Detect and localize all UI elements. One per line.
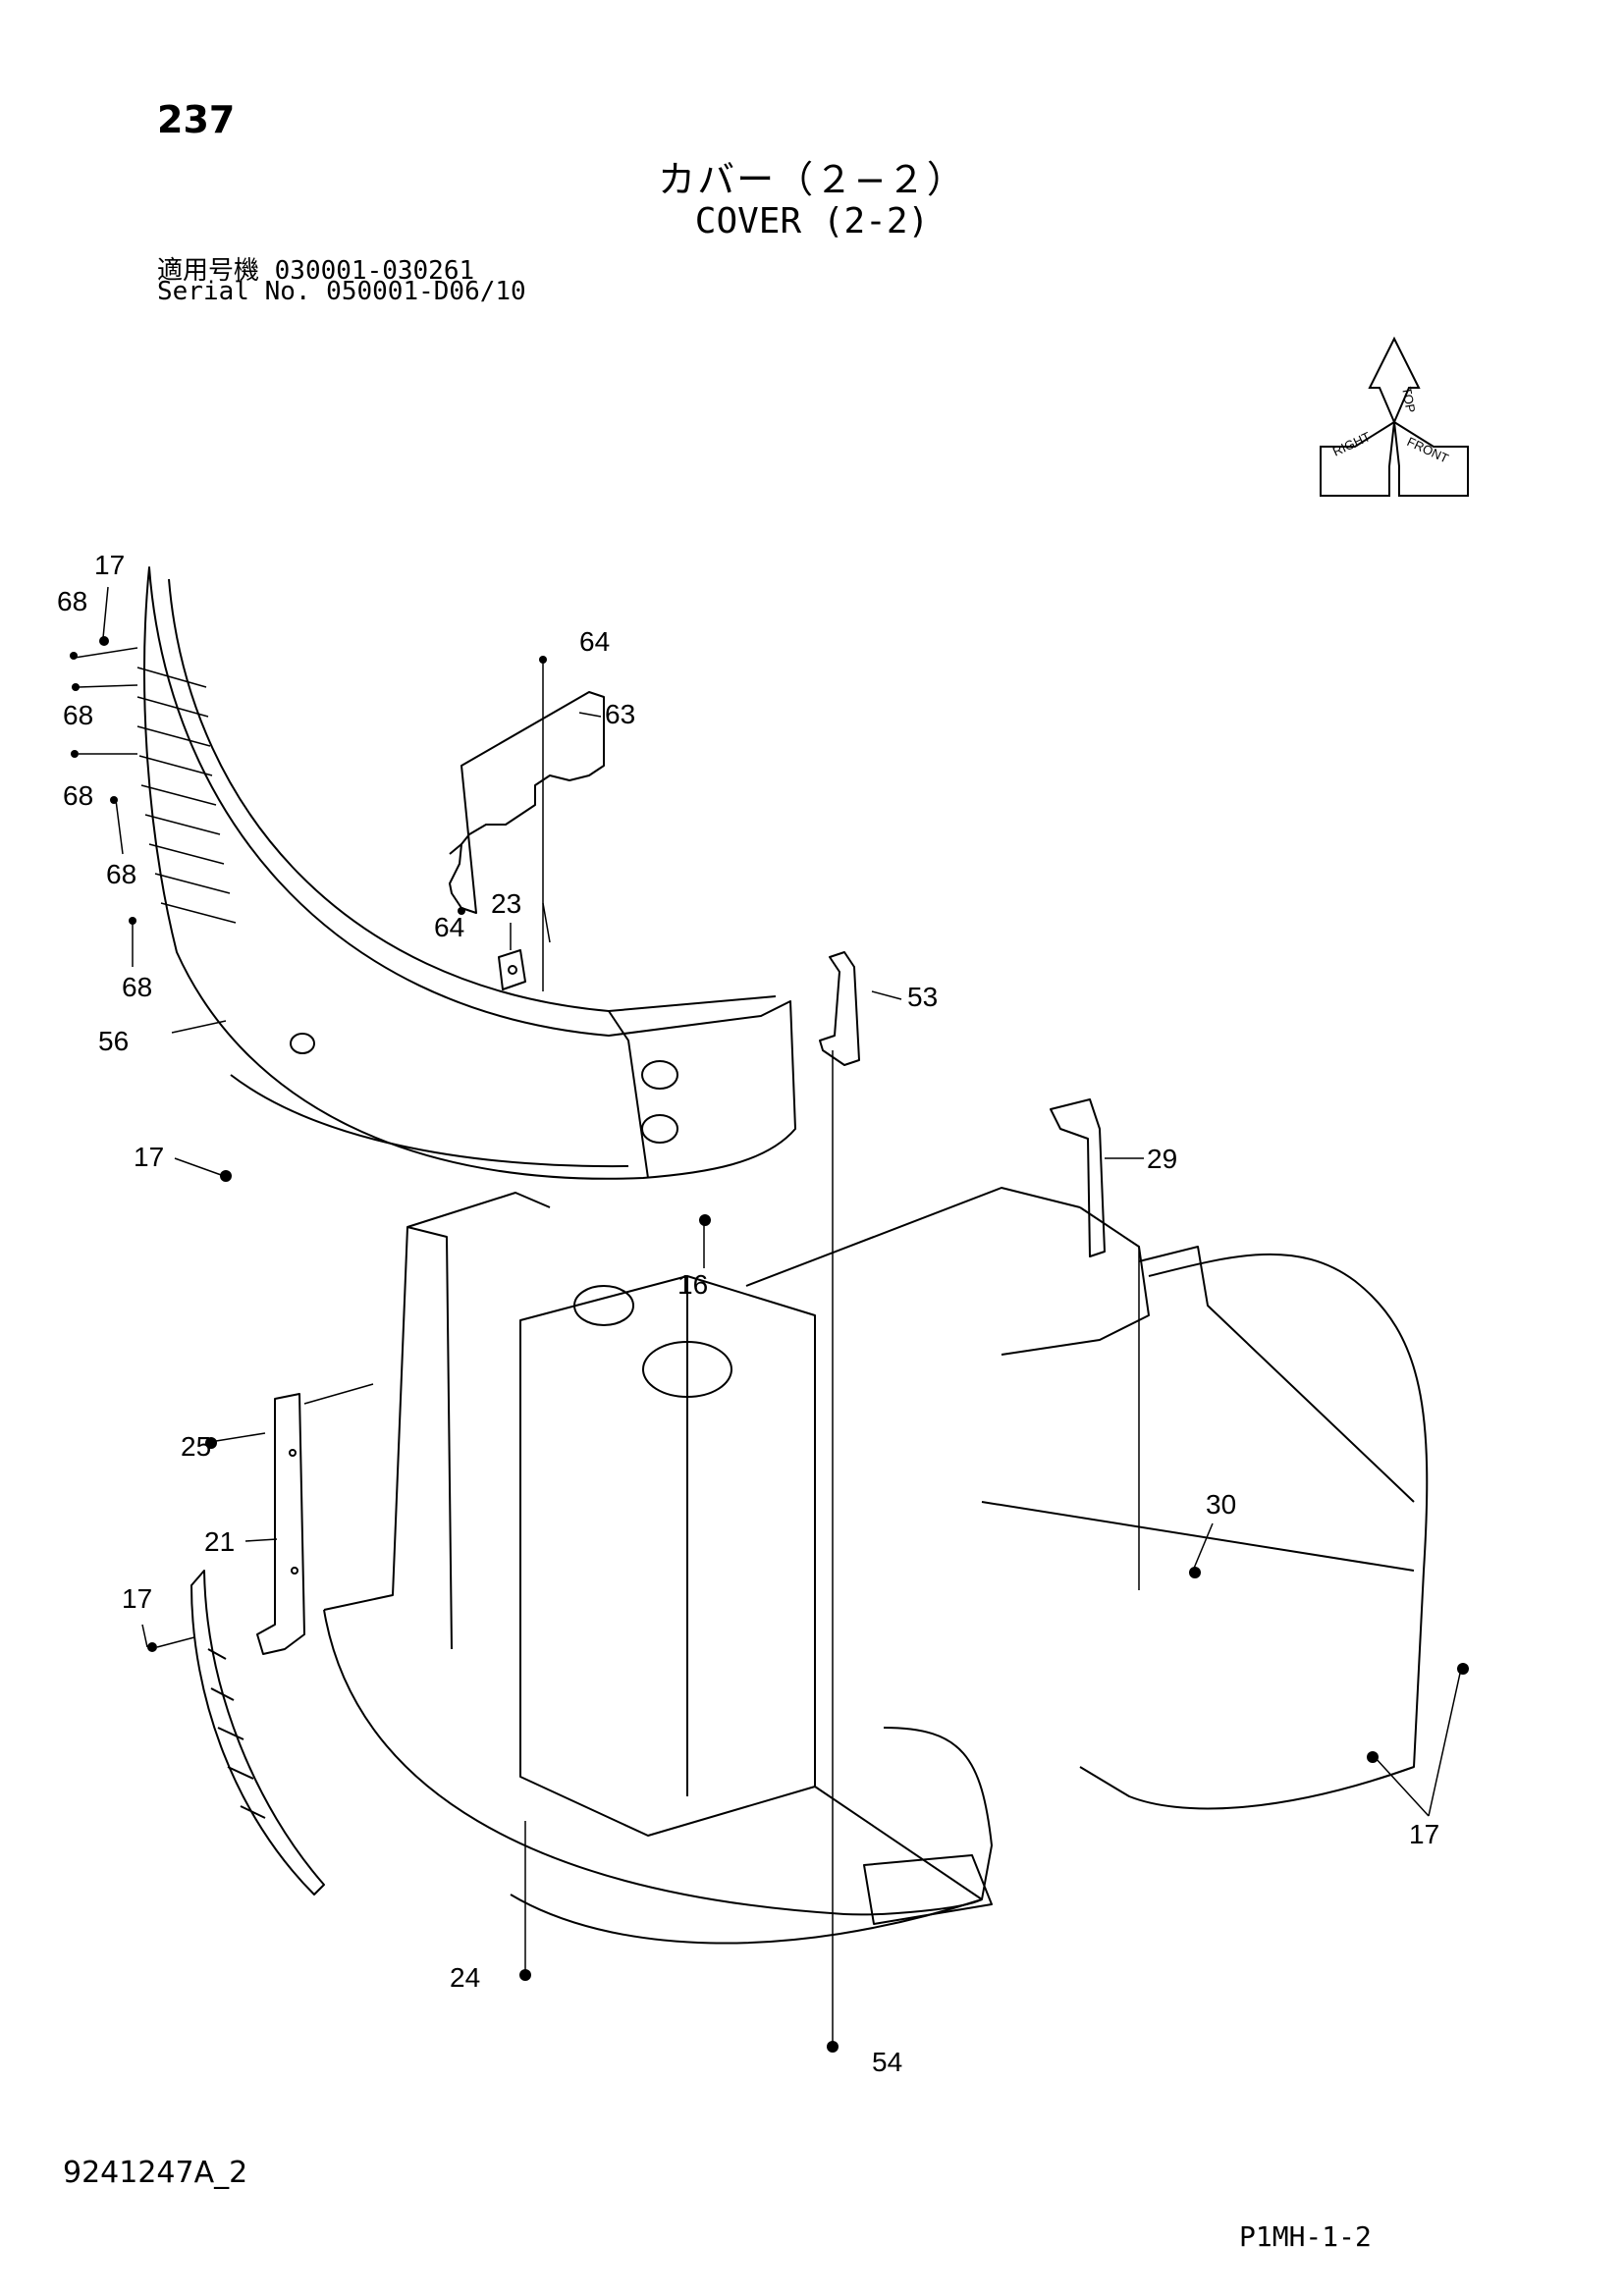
page-number: 237 [157, 98, 236, 141]
orientation-icon: TOP FRONT RIGHT [1320, 336, 1469, 497]
bracket-part-29 [1050, 1098, 1106, 1257]
right-arrow [1320, 420, 1396, 497]
front-arrow [1392, 420, 1469, 497]
callout-68: 68 [57, 586, 87, 616]
page-title-english: COVER (2-2) [694, 201, 930, 241]
callout-17: 17 [122, 1583, 152, 1614]
grille-slats [136, 667, 237, 924]
callout-53: 53 [907, 982, 938, 1012]
callout-17: 17 [1409, 1819, 1439, 1849]
leader-lines [74, 586, 1462, 2047]
callout-68: 68 [63, 780, 93, 811]
serial-range-japanese: 適用号機 030001-030261 [157, 256, 475, 286]
rear-cover-part [143, 566, 796, 1180]
callout-24: 24 [450, 1962, 480, 1993]
callout-68: 68 [106, 859, 136, 889]
callout-23: 23 [491, 888, 521, 919]
callout-21: 21 [204, 1526, 235, 1557]
orientation-label-top: TOP [1399, 386, 1418, 414]
callout-64: 64 [579, 626, 610, 657]
callout-numbers: 17 68 68 68 68 68 56 17 64 63 64 23 53 2… [57, 550, 1439, 2077]
bracket-plate-part [449, 691, 605, 914]
callout-16: 16 [677, 1269, 708, 1300]
fastener-dots [70, 636, 1469, 2053]
callout-25: 25 [181, 1431, 211, 1462]
callout-56: 56 [98, 1026, 129, 1056]
drawing-number: 9241247A_2 [63, 2156, 248, 2190]
top-arrow [1368, 336, 1421, 425]
callout-17: 17 [134, 1142, 164, 1172]
callout-68: 68 [63, 700, 93, 730]
clip-part-23 [498, 949, 526, 990]
callout-68: 68 [122, 972, 152, 1002]
callout-30: 30 [1206, 1489, 1236, 1520]
page-code: P1MH-1-2 [1239, 2220, 1372, 2253]
main-frame-chassis [323, 1187, 1429, 1945]
callout-29: 29 [1147, 1144, 1177, 1174]
side-bracket-part-21 [256, 1393, 305, 1655]
serial-range-english: Serial No. 050001-D06/10 [157, 277, 526, 306]
callout-63: 63 [605, 699, 635, 729]
callout-54: 54 [872, 2047, 902, 2077]
bracket-part-53 [819, 951, 860, 1066]
callout-17: 17 [94, 550, 125, 580]
callout-64: 64 [434, 912, 464, 942]
lower-grille-part [190, 1570, 325, 1896]
page-title-japanese: カバー（２−２） [658, 158, 966, 201]
